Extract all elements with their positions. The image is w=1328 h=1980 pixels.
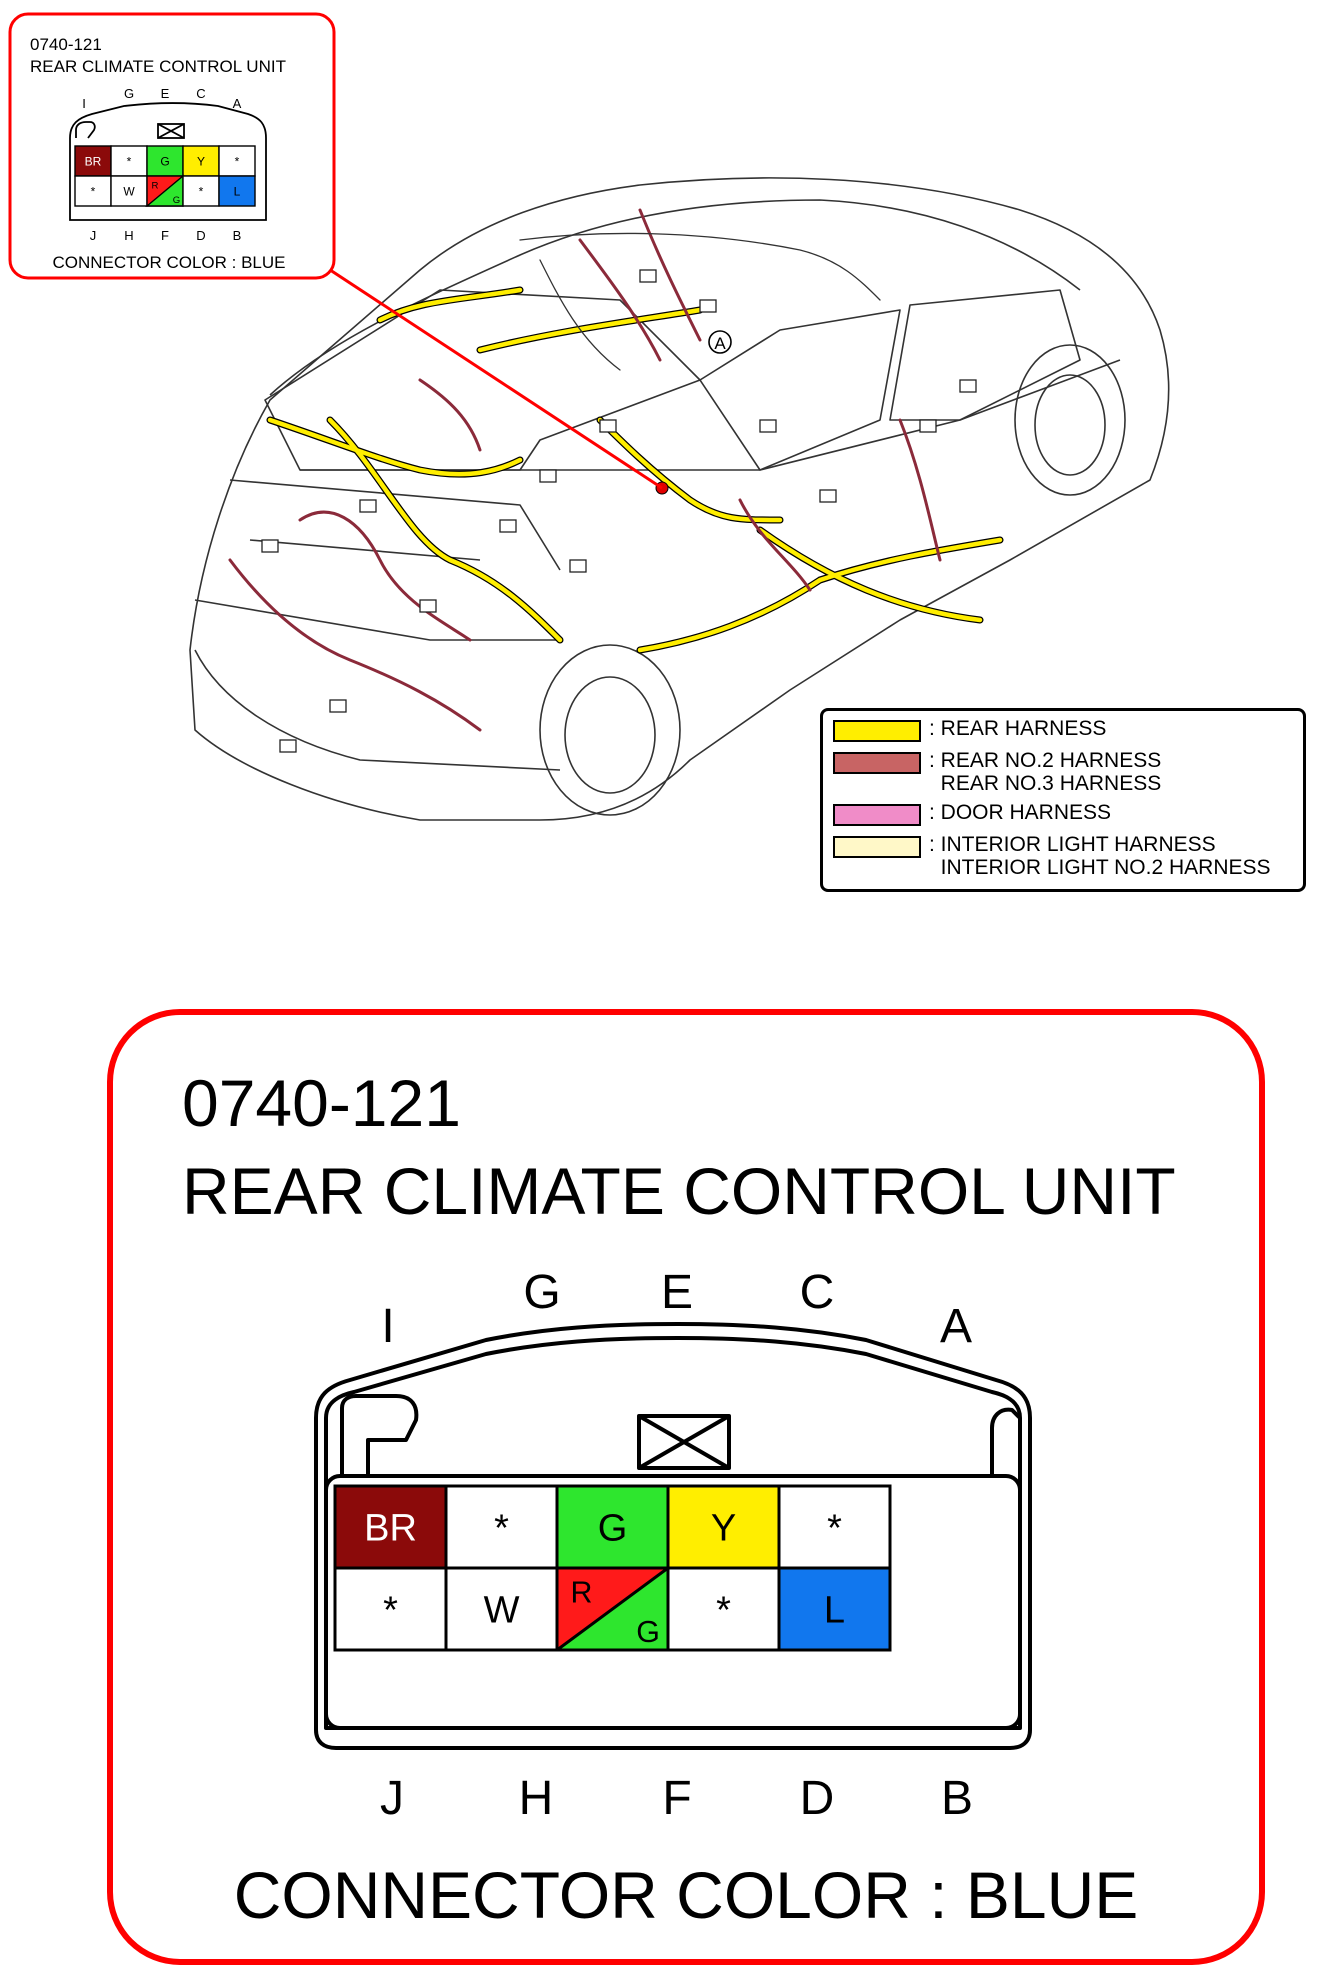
inset-pin-cell: BR (74, 145, 112, 177)
inset-pin-label: G (124, 86, 134, 101)
legend-label: : INTERIOR LIGHT HARNESS INTERIOR LIGHT … (929, 833, 1271, 879)
detail-connector-housing (314, 1322, 1032, 1750)
detail-connector-color: CONNECTOR COLOR : BLUE (234, 1858, 1139, 1932)
inset-connector-callout: 0740-121 REAR CLIMATE CONTROL UNIT I G E… (8, 12, 336, 280)
inset-pin-label: B (233, 228, 242, 243)
detail-pin-cell: * (333, 1566, 448, 1652)
location-marker-a: A (708, 330, 732, 354)
detail-pin-color-label: G (636, 1615, 660, 1649)
inset-pin-cell: * (74, 175, 112, 207)
car-roof (269, 199, 1081, 396)
detail-pin-color-label: R (570, 1575, 592, 1609)
legend-item-rear-harness: : REAR HARNESS (833, 717, 1106, 742)
inset-pin-cell: Y (182, 145, 220, 177)
detail-pin-color-label: * (827, 1508, 842, 1550)
legend-label: : REAR HARNESS (929, 717, 1107, 740)
inset-pin-label: D (196, 228, 205, 243)
inset-pin-cell: L (218, 175, 256, 207)
pin-label-top: E (661, 1266, 693, 1319)
inset-pin-color-label: * (199, 184, 204, 198)
pin-label-top: G (523, 1266, 560, 1319)
legend-label: : REAR NO.2 HARNESS REAR NO.3 HARNESS (929, 749, 1162, 795)
vehicle-harness-illustration: A (189, 177, 1170, 821)
pin-label-bottom: D (800, 1772, 835, 1825)
inset-pin-color-label: W (123, 184, 135, 198)
inset-pin-color-label: * (91, 184, 96, 198)
legend-item-rear-no2-harness: : REAR NO.2 HARNESS REAR NO.3 HARNESS (833, 749, 1161, 795)
legend-swatch (833, 720, 921, 742)
detail-pin-cell: L (777, 1566, 892, 1652)
detail-pin-color-label: G (598, 1508, 628, 1550)
detail-pin-cell: G (555, 1484, 670, 1570)
detail-pin-color-label: * (716, 1590, 731, 1632)
inset-pin-color-label: G (173, 195, 180, 206)
inset-pin-cell: * (182, 175, 220, 207)
inset-pin-label: C (196, 86, 205, 101)
inset-pin-color-label: * (127, 154, 132, 168)
inset-pin-color-label: R (151, 181, 158, 192)
detail-code: 0740-121 (182, 1066, 461, 1140)
front-wheel (1014, 344, 1126, 496)
pin-label-top: C (800, 1266, 835, 1319)
inset-pin-cell: * (110, 145, 148, 177)
inset-code: 0740-121 (30, 35, 102, 54)
inset-pin-cell: RG (145, 174, 184, 207)
detail-pin-cell: * (777, 1484, 892, 1570)
rear-wheel (539, 644, 681, 816)
detail-pin-color-label: * (494, 1508, 509, 1550)
detail-pin-color-label: Y (711, 1508, 736, 1550)
car-body-outline (189, 177, 1170, 821)
detail-pin-color-label: BR (364, 1508, 417, 1550)
legend-item-door-harness: : DOOR HARNESS (833, 801, 1111, 826)
inset-pin-cell: * (218, 145, 256, 177)
pin-label-bottom: H (519, 1772, 554, 1825)
legend-item-interior-light-harness: : INTERIOR LIGHT HARNESS INTERIOR LIGHT … (833, 833, 1271, 879)
detail-pin-cell: W (444, 1566, 559, 1652)
inset-pin-color-label: L (234, 184, 241, 198)
inset-pin-label: A (233, 96, 242, 111)
inset-pin-label: E (161, 86, 170, 101)
inset-pin-label: H (124, 228, 133, 243)
inset-connector-housing (69, 102, 267, 221)
detail-pin-cell: * (444, 1484, 559, 1570)
detail-pin-color-label: W (484, 1590, 520, 1632)
detail-pin-color-label: L (824, 1590, 845, 1632)
legend-label: : DOOR HARNESS (929, 801, 1112, 824)
legend-swatch (833, 752, 921, 774)
inset-pin-color-label: Y (197, 154, 205, 168)
connector-detail-panel: 0740-121 REAR CLIMATE CONTROL UNIT I G E… (107, 1009, 1265, 1965)
pin-label-bottom: B (941, 1772, 973, 1825)
pin-label-top: A (940, 1300, 972, 1353)
detail-pin-cell: BR (333, 1484, 448, 1570)
inset-pin-color-label: BR (85, 154, 102, 168)
detail-pin-cell: * (666, 1566, 781, 1652)
legend-swatch (833, 836, 921, 858)
inset-pin-label: J (90, 228, 97, 243)
inset-pin-cell: W (110, 175, 148, 207)
inset-pin-label: F (161, 228, 169, 243)
inset-pin-label: I (82, 96, 86, 111)
legend-swatch (833, 804, 921, 826)
svg-text:A: A (714, 334, 726, 353)
detail-title: REAR CLIMATE CONTROL UNIT (182, 1154, 1176, 1228)
pin-label-top: I (381, 1300, 394, 1353)
harness-legend: : REAR HARNESS : REAR NO.2 HARNESS REAR … (820, 708, 1306, 892)
inset-pin-color-label: * (235, 154, 240, 168)
detail-pin-color-label: * (383, 1590, 398, 1632)
callout-leader-line (317, 260, 663, 490)
inset-connector-color: CONNECTOR COLOR : BLUE (52, 253, 285, 272)
inset-pin-cell: G (146, 145, 184, 177)
inset-title: REAR CLIMATE CONTROL UNIT (30, 57, 286, 76)
inset-pin-color-label: G (160, 154, 169, 168)
detail-pin-cell: RG (552, 1565, 670, 1652)
pin-label-bottom: J (380, 1772, 404, 1825)
pin-label-bottom: F (662, 1772, 691, 1825)
detail-pin-cell: Y (666, 1484, 781, 1570)
